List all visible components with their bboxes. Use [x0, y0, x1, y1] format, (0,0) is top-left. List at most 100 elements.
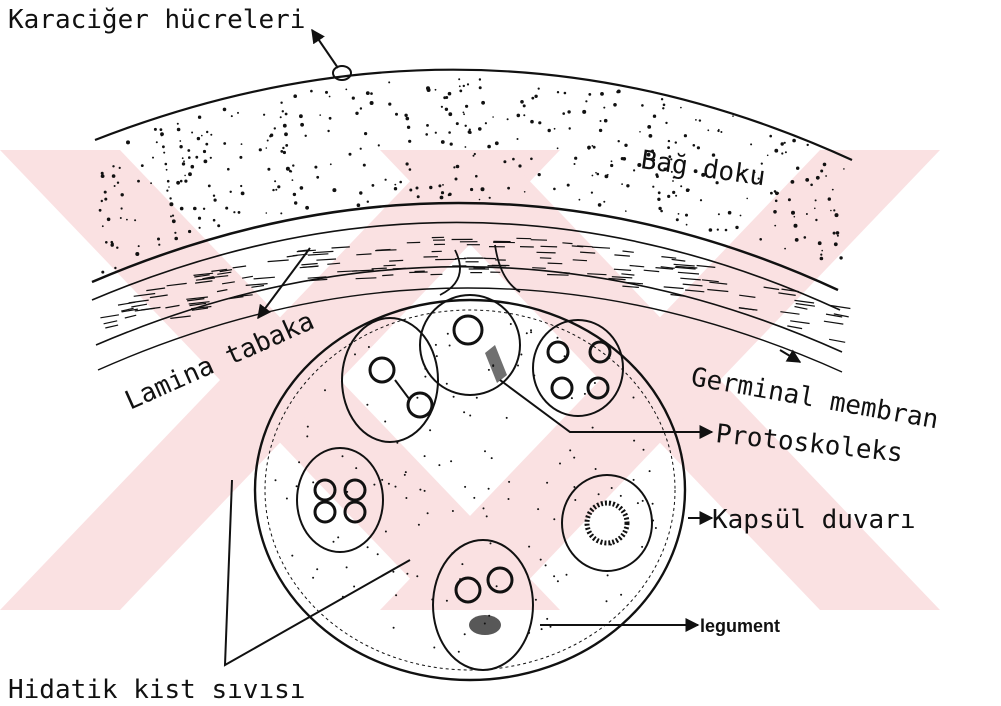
stipple-dot	[693, 144, 696, 147]
stipple-dot	[238, 211, 241, 214]
stipple-dot	[546, 482, 548, 484]
stipple-dot	[170, 215, 172, 217]
stipple-dot	[815, 219, 817, 221]
stipple-dot	[367, 546, 369, 548]
stipple-dot	[518, 164, 521, 167]
stipple-dot	[314, 166, 317, 169]
stipple-dot	[604, 119, 608, 123]
stipple-dot	[269, 135, 272, 138]
stipple-dot	[595, 172, 597, 174]
hatch-stroke	[300, 266, 318, 267]
stipple-dot	[266, 212, 268, 214]
stipple-dot	[633, 479, 635, 481]
stipple-dot	[396, 442, 398, 444]
stipple-dot	[239, 156, 242, 159]
stipple-dot	[163, 152, 165, 154]
stipple-dot	[104, 198, 107, 201]
stipple-dot	[641, 104, 644, 107]
stipple-dot	[116, 247, 118, 249]
stipple-dot	[372, 184, 375, 187]
stipple-dot	[259, 148, 262, 151]
stipple-dot	[214, 199, 217, 202]
stipple-dot	[526, 332, 528, 334]
stipple-dot	[230, 191, 232, 193]
stipple-dot	[452, 510, 454, 512]
stipple-dot	[837, 235, 839, 237]
stipple-dot	[310, 90, 313, 93]
stipple-dot	[496, 585, 498, 587]
hatch-stroke	[592, 247, 610, 248]
stipple-dot	[166, 190, 168, 192]
stipple-dot	[280, 102, 282, 104]
stipple-dot	[675, 195, 677, 197]
stipple-dot	[613, 103, 617, 107]
stipple-dot	[588, 93, 591, 96]
stipple-dot	[319, 114, 321, 116]
hatch-stroke	[547, 275, 569, 276]
stipple-dot	[191, 165, 195, 169]
stipple-dot	[205, 143, 208, 146]
stipple-dot	[685, 214, 688, 217]
stipple-dot	[440, 196, 444, 200]
stipple-dot	[770, 192, 773, 195]
hatch-stroke	[559, 272, 570, 273]
stipple-dot	[512, 158, 515, 161]
stipple-dot	[121, 207, 123, 209]
stipple-dot	[378, 144, 380, 146]
stipple-dot	[290, 171, 292, 173]
stipple-dot	[559, 463, 561, 465]
stipple-dot	[599, 129, 602, 132]
stipple-dot	[781, 152, 783, 154]
stipple-dot	[280, 212, 282, 214]
stipple-dot	[395, 486, 397, 488]
stipple-dot	[450, 460, 452, 462]
stipple-dot	[424, 490, 426, 492]
stipple-dot	[195, 156, 198, 159]
stipple-dot	[680, 185, 682, 187]
stipple-dot	[424, 455, 426, 457]
stipple-dot	[154, 128, 157, 131]
stipple-dot	[293, 94, 297, 98]
stipple-dot	[213, 195, 215, 197]
stipple-dot	[158, 244, 160, 246]
stipple-dot	[839, 256, 842, 259]
stipple-dot	[524, 191, 526, 193]
stipple-dot	[210, 134, 212, 136]
hatch-stroke	[787, 326, 802, 329]
stipple-dot	[263, 114, 265, 116]
stipple-dot	[370, 92, 373, 95]
stipple-dot	[237, 112, 239, 114]
label-connective-tissue: Bağ doku	[639, 145, 767, 192]
stipple-dot	[446, 383, 448, 385]
stipple-dot	[686, 224, 688, 226]
stipple-dot	[312, 577, 314, 579]
stipple-dot	[465, 125, 467, 127]
stipple-dot	[134, 219, 136, 221]
stipple-dot	[241, 192, 245, 196]
stipple-dot	[217, 224, 220, 227]
stipple-dot	[503, 160, 506, 163]
stipple-dot	[366, 404, 368, 406]
stipple-dot	[459, 90, 462, 93]
stipple-dot	[661, 98, 663, 100]
stipple-dot	[607, 574, 609, 576]
stipple-dot	[204, 160, 208, 164]
stipple-dot	[172, 219, 176, 223]
stipple-dot	[759, 238, 762, 241]
stipple-dot	[177, 123, 179, 125]
stipple-dot	[193, 207, 197, 211]
stipple-dot	[355, 467, 357, 469]
stipple-dot	[442, 184, 444, 186]
stipple-dot	[606, 600, 608, 602]
stipple-dot	[463, 85, 465, 87]
stipple-dot	[530, 120, 534, 124]
stipple-dot	[184, 175, 186, 177]
stipple-dot	[523, 114, 525, 116]
stipple-dot	[557, 147, 559, 149]
stipple-dot	[435, 89, 437, 91]
label-liver-cells: Karaciğer hücreleri	[8, 5, 305, 35]
stipple-dot	[172, 215, 174, 217]
stipple-dot	[652, 520, 654, 522]
hatch-stroke	[308, 254, 329, 255]
stipple-dot	[574, 163, 576, 165]
